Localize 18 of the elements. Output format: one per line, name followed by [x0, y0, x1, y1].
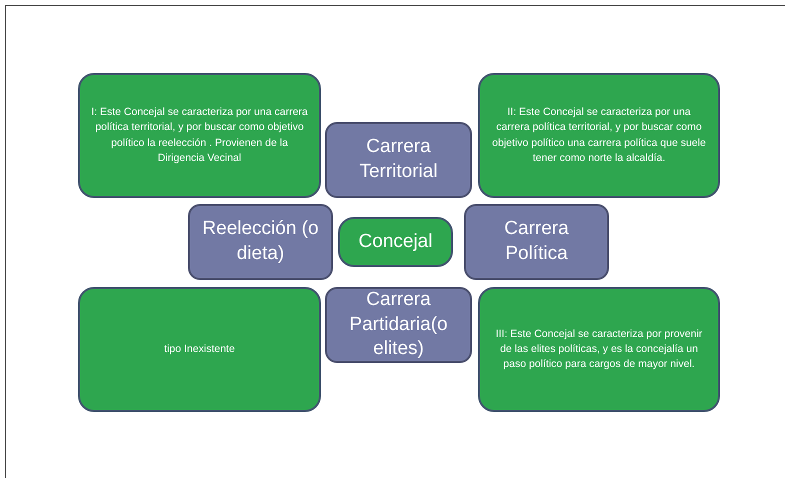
category-box: [188, 204, 333, 280]
box-text: I: Este Concejal se caracteriza por una carrera política territorial, y por buscar como objetivo político la reelección . Provienen de la Dirigencia Vecinal: [90, 105, 309, 166]
box-text: tipo Inexistente: [164, 342, 235, 357]
description-box: [78, 73, 321, 198]
box-text: II: Este Concejal se caracteriza por una carrera política territorial, y por buscar como objetivo político una carrera política que suele tener como norte la alcaldía.: [491, 105, 707, 166]
center-box: [338, 217, 453, 267]
box-text: Carrera Partidaria(o elites): [348, 288, 449, 362]
box-text: Carrera Política: [503, 217, 570, 266]
category-box: [464, 204, 609, 280]
box-text: Reelección (o dieta): [201, 217, 320, 266]
category-box: [325, 122, 472, 198]
description-box: [478, 287, 720, 412]
category-box: [325, 287, 472, 363]
description-box: [78, 287, 321, 412]
description-box: [478, 73, 720, 198]
box-text: Concejal: [358, 230, 432, 254]
box-text: Carrera Territorial: [358, 135, 439, 184]
box-text: III: Este Concejal se caracteriza por provenir de las elites políticas, y es la concejalía un paso político para cargos de mayor nivel.: [494, 326, 704, 372]
